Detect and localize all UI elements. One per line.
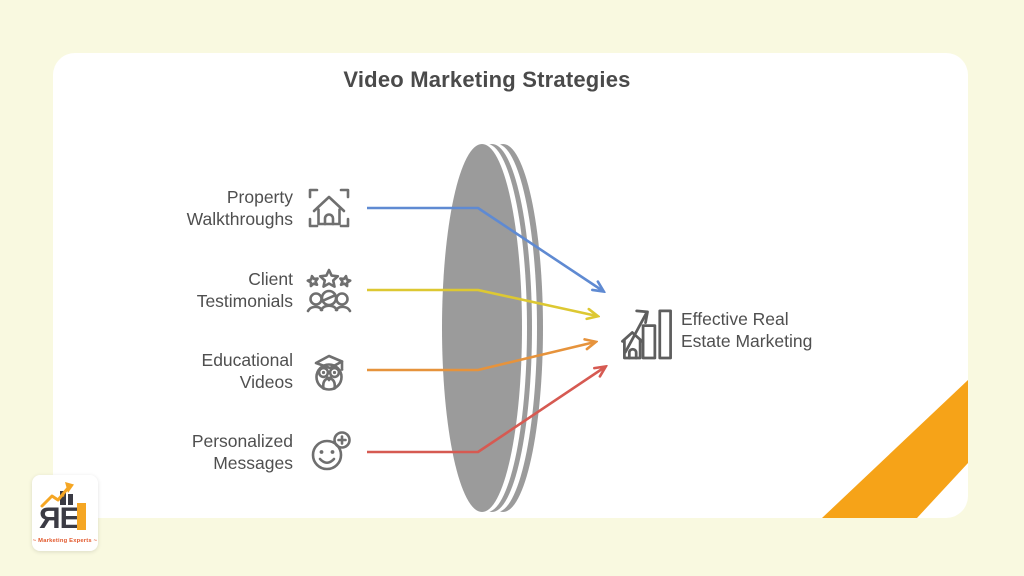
strategy-label-line1: Educational <box>201 350 293 370</box>
brand-logo-graphic: ЯE ~ Marketing Experts ~ <box>33 482 98 544</box>
owl-graduate-icon <box>314 354 344 391</box>
brand-logo-tagline: ~ Marketing Experts ~ <box>33 538 98 544</box>
arrow-personalized-messages <box>367 367 605 454</box>
main-panel: Video Marketing Strategies <box>53 53 968 518</box>
growth-chart-house-icon <box>621 309 672 360</box>
arrow-client-testimonials <box>367 288 597 316</box>
strategy-label-line1: Client <box>248 269 293 289</box>
strategy-label: Educational Videos <box>103 349 293 393</box>
arrow-educational-videos <box>367 342 595 372</box>
brand-logo-letters: ЯE <box>39 502 79 535</box>
strategy-label: Property Walkthroughs <box>103 186 293 230</box>
stars-people-icon <box>306 268 352 313</box>
strategy-label: Client Testimonials <box>103 268 293 312</box>
strategy-label: Personalized Messages <box>103 430 293 474</box>
outcome-label: Effective Real Estate Marketing <box>681 308 901 352</box>
arrow-property-walkthroughs <box>367 206 603 291</box>
strategy-label-line2: Walkthroughs <box>186 209 293 229</box>
outcome-label-line1: Effective Real <box>681 309 789 329</box>
strategy-label-line1: Personalized <box>191 431 293 451</box>
strategy-label-line2: Messages <box>213 453 293 473</box>
strategy-label-line2: Videos <box>239 372 293 392</box>
smiley-plus-icon <box>311 431 351 471</box>
page-title: Video Marketing Strategies <box>343 67 631 92</box>
house-viewfinder-icon <box>308 188 350 228</box>
outcome-label-line2: Estate Marketing <box>681 331 813 351</box>
brand-logo: ЯE ~ Marketing Experts ~ <box>32 475 98 551</box>
strategy-label-line1: Property <box>226 187 293 207</box>
strategy-label-line2: Testimonials <box>196 291 293 311</box>
lens-and-arrows-graphic <box>367 144 968 512</box>
